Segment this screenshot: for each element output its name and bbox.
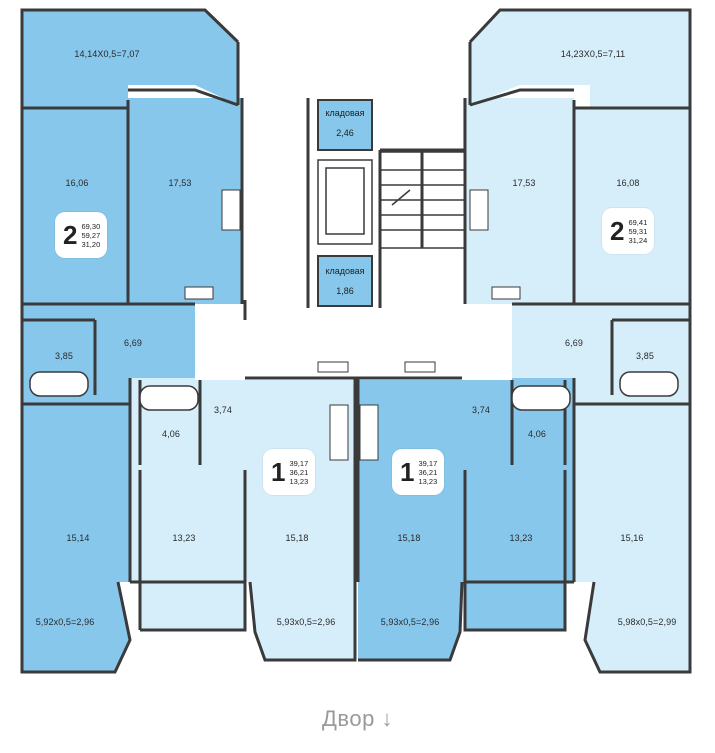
loggia-2-area: 5,93x0,5=2,96: [276, 617, 336, 627]
apartment-total-area: 39,17: [418, 458, 438, 468]
apartment-living-area: 36,21: [418, 467, 438, 477]
left-room-bottom-area: 15,14: [66, 533, 90, 543]
apartment-kitchen-area: 31,20: [81, 239, 101, 249]
a2r-bath-area: 3,85: [636, 351, 654, 361]
apartment-rooms: 2: [63, 220, 78, 250]
a2l-room-area: 16,06: [65, 178, 89, 188]
windows: [184, 286, 521, 373]
a2l-bath-area: 3,85: [55, 351, 73, 361]
apartment-rooms: 2: [610, 216, 625, 246]
apartment-living-area: 36,21: [289, 467, 309, 477]
right-room-bottom-area: 15,16: [620, 533, 644, 543]
a2r-room-area: 16,08: [616, 178, 640, 188]
loggia-3-area: 5,93x0,5=2,96: [380, 617, 440, 627]
apartment-badge-2-left[interactable]: 2 69,30 59,27 31,20: [55, 212, 107, 258]
a1r-bath-area: 4,06: [528, 429, 546, 439]
apartment-total-area: 69,30: [81, 221, 101, 231]
apartment-kitchen-area: 13,23: [289, 476, 309, 486]
bathtubs: [29, 371, 679, 411]
apartment-total-area: 39,17: [289, 458, 309, 468]
a1l-room-area: 13,23: [172, 533, 196, 543]
a2l-hall-area: 6,69: [124, 338, 142, 348]
storage-1-area: 2,46: [336, 128, 354, 138]
apartment-rooms: 1: [271, 457, 286, 487]
balcony-top-left-area: 14,14X0,5=7,07: [74, 49, 140, 59]
a2l-kitchen-area: 17,53: [168, 178, 192, 188]
storage-2-label: кладовая: [325, 266, 365, 276]
a1l-hall-area: 3,74: [214, 405, 232, 415]
yard-direction-label: Двор ↓: [322, 706, 393, 731]
stoves: [221, 189, 489, 461]
apartment-living-area: 59,27: [81, 230, 101, 240]
apartment-badge-2-right[interactable]: 2 69,41 59,31 31,24: [602, 208, 654, 254]
a1r-kitchen-area: 15,18: [397, 533, 421, 543]
walls: [20, 8, 692, 674]
apartment-badge-1-right[interactable]: 1 39,17 36,21 13,23: [392, 449, 444, 495]
a1l-bath-area: 4,06: [162, 429, 180, 439]
apartment-badge-1-left[interactable]: 1 39,17 36,21 13,23: [263, 449, 315, 495]
balcony-top-right-area: 14,23X0,5=7,11: [560, 49, 626, 59]
loggia-1-area: 5,92x0,5=2,96: [35, 617, 95, 627]
staircase: [379, 151, 466, 249]
apartment-kitchen-area: 31,24: [628, 235, 648, 245]
storage-2-area: 1,86: [336, 286, 354, 296]
apartment-2-left[interactable]: [22, 10, 242, 672]
apartment-rooms: 1: [400, 457, 415, 487]
a2r-hall-area: 6,69: [565, 338, 583, 348]
floor-plan: [20, 8, 692, 674]
a1l-kitchen-area: 15,18: [285, 533, 309, 543]
apartment-1-left[interactable]: [130, 378, 355, 660]
storage-rooms: [317, 99, 373, 307]
loggia-4-area: 5,98x0,5=2,99: [617, 617, 677, 627]
apartment-total-area: 69,41: [628, 217, 648, 227]
elevator-shaft: [317, 159, 373, 245]
apartment-kitchen-area: 13,23: [418, 476, 438, 486]
a2r-kitchen-area: 17,53: [512, 178, 536, 188]
apartment-2-right[interactable]: [463, 10, 690, 672]
apartment-living-area: 59,31: [628, 226, 648, 236]
storage-1-label: кладовая: [325, 108, 365, 118]
a1r-room-area: 13,23: [509, 533, 533, 543]
a1r-hall-area: 3,74: [472, 405, 490, 415]
